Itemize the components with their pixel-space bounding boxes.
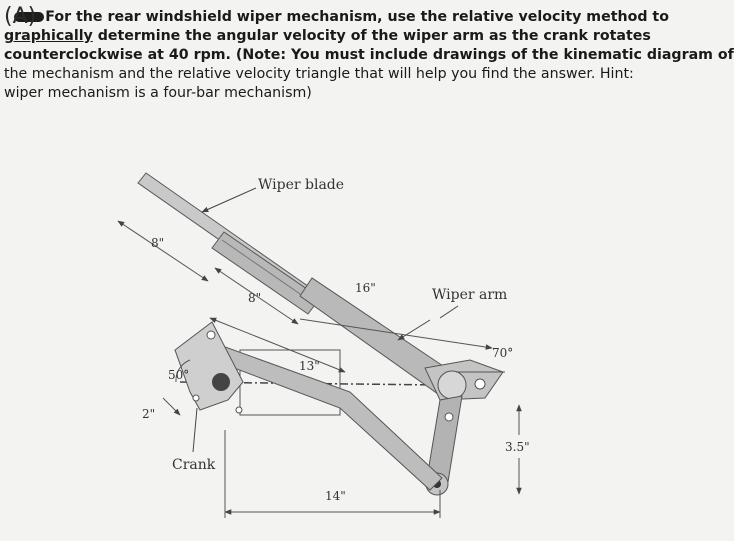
problem-line-2: graphically determine the angular veloci… bbox=[4, 27, 694, 46]
leader-crank bbox=[192, 407, 198, 453]
crank-pivot bbox=[192, 394, 200, 402]
arm-pivot-hole bbox=[474, 378, 486, 390]
problem-line-5: wiper mechanism is a four-bar mechanism) bbox=[4, 84, 694, 103]
dim-blade-outer: 8" bbox=[151, 236, 164, 250]
ground-hole bbox=[235, 406, 243, 414]
dim-crank: 2" bbox=[142, 407, 155, 421]
problem-text-line-4: the mechanism and the relative velocity … bbox=[4, 66, 634, 82]
dim-coupler: 13" bbox=[299, 359, 320, 373]
problem-text-line-1: For the rear windshield wiper mechanism,… bbox=[45, 9, 669, 25]
dim-arrow-crank bbox=[162, 397, 181, 416]
label-crank: Crank bbox=[172, 457, 216, 473]
problem-text-line-3: counterclockwise at 40 rpm. (Note: You m… bbox=[4, 47, 734, 63]
leader-wiper-arm-label bbox=[439, 305, 459, 319]
problem-text-line-2: determine the angular velocity of the wi… bbox=[92, 28, 651, 44]
dim-blade-inner: 8" bbox=[248, 291, 261, 305]
problem-line-3: counterclockwise at 40 rpm. (Note: You m… bbox=[4, 46, 734, 65]
problem-line-4: the mechanism and the relative velocity … bbox=[4, 65, 694, 84]
dim-vertical: 3.5" bbox=[505, 440, 530, 454]
wiper-blade bbox=[137, 172, 323, 315]
dim-line-blade-inner bbox=[214, 267, 299, 325]
problem-underlined-word: graphically bbox=[4, 28, 93, 44]
dim-arm: 16" bbox=[355, 281, 376, 295]
arm-pivot bbox=[437, 370, 467, 400]
label-wiper-arm: Wiper arm bbox=[432, 287, 507, 303]
dim-line-blade-outer bbox=[117, 220, 209, 282]
mechanism-figure: Wiper blade Wiper arm Crank 8" 8" 16" 13… bbox=[117, 172, 530, 518]
rocker-hole bbox=[444, 412, 454, 422]
leader-wiper-arm bbox=[397, 319, 431, 341]
angle-crank: 50° bbox=[168, 368, 189, 382]
crank-pin bbox=[212, 373, 230, 391]
ink-blot bbox=[14, 12, 45, 22]
angle-arm: 70° bbox=[492, 346, 513, 360]
crank-top-hole bbox=[206, 330, 216, 340]
dim-ground: 14" bbox=[325, 489, 346, 503]
label-wiper-blade: Wiper blade bbox=[258, 177, 344, 193]
dim-line-coupler bbox=[209, 317, 346, 373]
problem-text-line-5: wiper mechanism is a four-bar mechanism) bbox=[4, 85, 312, 101]
handwritten-tag: (A) bbox=[4, 4, 37, 29]
problem-line-1: (A) For the rear windshield wiper mechani… bbox=[4, 4, 694, 29]
problem-statement: (A) For the rear windshield wiper mechani… bbox=[4, 4, 734, 103]
angle-crank-arc bbox=[175, 359, 191, 383]
leader-wiper-blade bbox=[201, 187, 257, 213]
